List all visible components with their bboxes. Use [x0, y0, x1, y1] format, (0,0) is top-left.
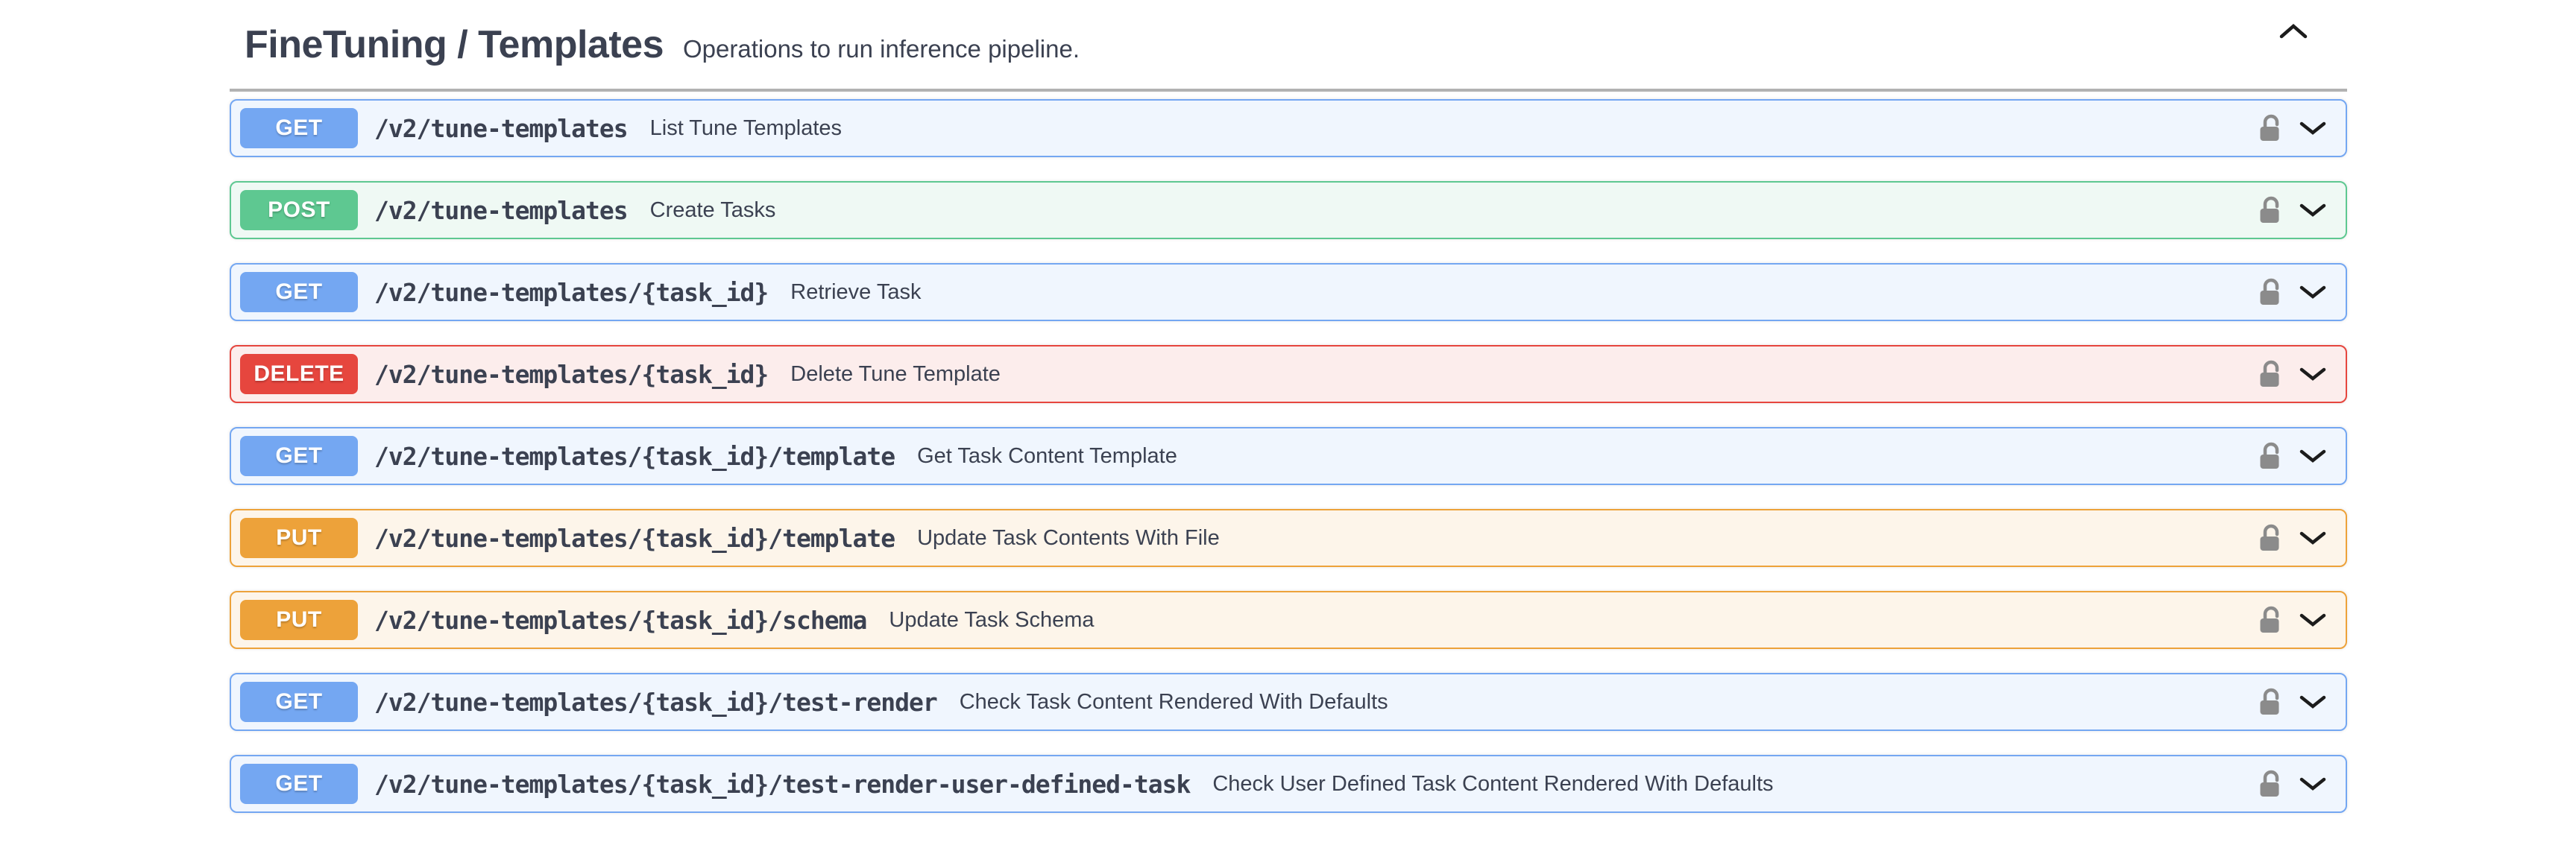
unlock-icon [2259, 606, 2281, 636]
expand-operation-button[interactable] [2299, 449, 2326, 463]
authorize-button[interactable] [2259, 688, 2281, 716]
endpoint-row[interactable]: GET /v2/tune-templates/{task_id}/templat… [230, 427, 2347, 485]
authorize-button[interactable] [2259, 606, 2281, 634]
unlock-icon [2259, 524, 2281, 554]
chevron-down-icon [2299, 613, 2326, 629]
row-icons [2259, 524, 2326, 552]
section-header-text: FineTuning / Templates Operations to run… [245, 22, 1080, 67]
method-badge: PUT [240, 600, 358, 640]
endpoint-row[interactable]: GET /v2/tune-templates List Tune Templat… [230, 99, 2347, 157]
chevron-down-icon [2299, 777, 2326, 793]
endpoint-summary: Delete Tune Template [790, 361, 1001, 386]
endpoint-path: /v2/tune-templates/{task_id}/test-render… [374, 769, 1191, 799]
row-icons [2259, 196, 2326, 224]
endpoint-row[interactable]: GET /v2/tune-templates/{task_id} Retriev… [230, 263, 2347, 321]
chevron-down-icon [2299, 531, 2326, 547]
method-badge: GET [240, 682, 358, 722]
endpoint-summary: Update Task Schema [889, 607, 1095, 632]
method-badge: GET [240, 764, 358, 804]
endpoint-path: /v2/tune-templates/{task_id}/schema [374, 605, 867, 635]
expand-operation-button[interactable] [2299, 777, 2326, 791]
unlock-icon [2259, 278, 2281, 308]
method-badge: GET [240, 436, 358, 476]
endpoint-row[interactable]: POST /v2/tune-templates Create Tasks [230, 181, 2347, 239]
expand-operation-button[interactable] [2299, 695, 2326, 709]
chevron-down-icon [2299, 695, 2326, 711]
method-badge: POST [240, 190, 358, 230]
authorize-button[interactable] [2259, 196, 2281, 224]
authorize-button[interactable] [2259, 442, 2281, 470]
endpoint-path: /v2/tune-templates/{task_id}/template [374, 523, 895, 553]
row-icons [2259, 688, 2326, 716]
endpoint-path: /v2/tune-templates [374, 113, 629, 143]
endpoint-row[interactable]: DELETE /v2/tune-templates/{task_id} Dele… [230, 345, 2347, 403]
method-badge: DELETE [240, 354, 358, 394]
expand-operation-button[interactable] [2299, 613, 2326, 627]
endpoint-summary: Check User Defined Task Content Rendered… [1212, 771, 1774, 796]
endpoint-row[interactable]: PUT /v2/tune-templates/{task_id}/schema … [230, 591, 2347, 649]
expand-operation-button[interactable] [2299, 531, 2326, 545]
chevron-down-icon [2299, 285, 2326, 301]
endpoint-path: /v2/tune-templates/{task_id}/template [374, 441, 895, 471]
endpoint-summary: Create Tasks [649, 197, 776, 222]
method-badge: GET [240, 272, 358, 312]
unlock-icon [2259, 442, 2281, 472]
expand-operation-button[interactable] [2299, 285, 2326, 299]
authorize-button[interactable] [2259, 278, 2281, 306]
row-icons [2259, 442, 2326, 470]
endpoint-summary: Get Task Content Template [917, 443, 1177, 468]
chevron-down-icon [2299, 449, 2326, 465]
endpoint-path: /v2/tune-templates [374, 195, 629, 225]
row-icons [2259, 360, 2326, 388]
unlock-icon [2259, 360, 2281, 390]
section-title[interactable]: FineTuning / Templates [245, 22, 664, 66]
chevron-down-icon [2299, 367, 2326, 383]
row-icons [2259, 114, 2326, 142]
row-icons [2259, 770, 2326, 798]
endpoint-path: /v2/tune-templates/{task_id} [374, 277, 769, 307]
chevron-up-icon [2279, 24, 2308, 42]
endpoint-list: GET /v2/tune-templates List Tune Templat… [230, 99, 2347, 813]
endpoint-summary: Update Task Contents With File [917, 525, 1220, 550]
section-description: Operations to run inference pipeline. [683, 34, 1080, 63]
chevron-down-icon [2299, 121, 2326, 137]
endpoint-path: /v2/tune-templates/{task_id} [374, 359, 769, 389]
expand-operation-button[interactable] [2299, 367, 2326, 381]
endpoint-summary: Check Task Content Rendered With Default… [959, 689, 1388, 714]
api-section: FineTuning / Templates Operations to run… [230, 0, 2347, 837]
endpoint-row[interactable]: GET /v2/tune-templates/{task_id}/test-re… [230, 673, 2347, 731]
authorize-button[interactable] [2259, 114, 2281, 142]
endpoint-row[interactable]: PUT /v2/tune-templates/{task_id}/templat… [230, 509, 2347, 567]
endpoint-path: /v2/tune-templates/{task_id}/test-render [374, 687, 938, 717]
endpoint-summary: Retrieve Task [790, 279, 922, 304]
row-icons [2259, 278, 2326, 306]
row-icons [2259, 606, 2326, 634]
unlock-icon [2259, 196, 2281, 227]
endpoint-summary: List Tune Templates [649, 115, 843, 140]
unlock-icon [2259, 688, 2281, 718]
expand-operation-button[interactable] [2299, 203, 2326, 217]
authorize-button[interactable] [2259, 524, 2281, 552]
unlock-icon [2259, 114, 2281, 145]
unlock-icon [2259, 770, 2281, 800]
method-badge: GET [240, 108, 358, 148]
authorize-button[interactable] [2259, 770, 2281, 798]
endpoint-row[interactable]: GET /v2/tune-templates/{task_id}/test-re… [230, 755, 2347, 813]
chevron-down-icon [2299, 203, 2326, 219]
section-header: FineTuning / Templates Operations to run… [230, 0, 2347, 92]
method-badge: PUT [240, 518, 358, 558]
expand-operation-button[interactable] [2299, 121, 2326, 135]
collapse-section-button[interactable] [2274, 18, 2313, 45]
authorize-button[interactable] [2259, 360, 2281, 388]
